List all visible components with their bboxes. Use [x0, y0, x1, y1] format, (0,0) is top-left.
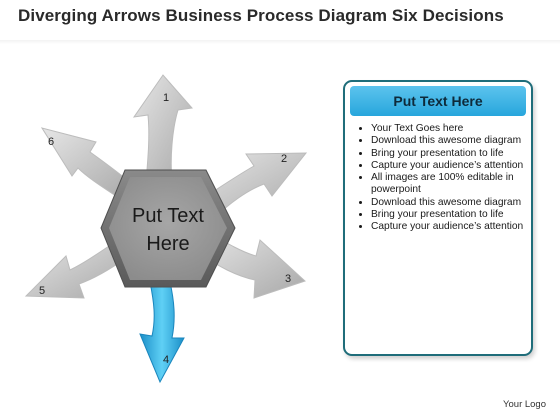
arrow-4-shape — [139, 281, 185, 384]
center-text-line-2: Here — [146, 233, 189, 255]
center-hexagon-inner — [109, 177, 227, 280]
arrow-5-number: 5 — [39, 285, 45, 297]
arrow-6-shape — [40, 127, 133, 201]
arrow-2: 2 — [199, 152, 308, 219]
arrow-5-shape — [24, 239, 127, 299]
bullet-item: Your Text Goes here — [371, 123, 547, 135]
arrow-3-number: 3 — [285, 273, 291, 285]
text-panel: Put Text Here Your Text Goes here Downlo… — [343, 80, 533, 356]
arrow-2-number: 2 — [281, 153, 287, 165]
bullet-list: Your Text Goes here Download this awesom… — [353, 123, 547, 234]
bullet-item: Capture your audience’s attention — [371, 160, 547, 172]
arrow-5: 5 — [24, 239, 127, 299]
logo-placeholder: Your Logo — [503, 399, 546, 410]
arrow-4-number: 4 — [163, 354, 169, 366]
diverging-arrows-diagram: 1 2 3 4 5 6 Put Text Here — [24, 74, 308, 384]
bullet-item: All images are 100% editable in powerpoi… — [371, 172, 547, 197]
arrow-6: 6 — [40, 127, 133, 201]
arrow-1-number: 1 — [163, 92, 169, 104]
page-title: Diverging Arrows Business Process Diagra… — [18, 6, 504, 25]
bullet-item: Bring your presentation to life — [371, 209, 547, 221]
arrow-2-shape — [199, 152, 308, 219]
bullet-item: Download this awesome diagram — [371, 197, 547, 209]
bullet-item: Download this awesome diagram — [371, 135, 547, 147]
title-underline — [0, 40, 560, 44]
arrow-1-shape — [132, 74, 193, 183]
bullet-item: Capture your audience’s attention — [371, 221, 547, 233]
panel-header: Put Text Here — [350, 86, 526, 116]
center-hexagon: Put Text Here — [100, 169, 236, 288]
center-text-line-1: Put Text — [132, 205, 204, 227]
arrow-6-number: 6 — [48, 136, 54, 148]
bullet-item: Bring your presentation to life — [371, 148, 547, 160]
arrow-4: 4 — [139, 281, 185, 384]
arrow-1: 1 — [132, 74, 193, 183]
